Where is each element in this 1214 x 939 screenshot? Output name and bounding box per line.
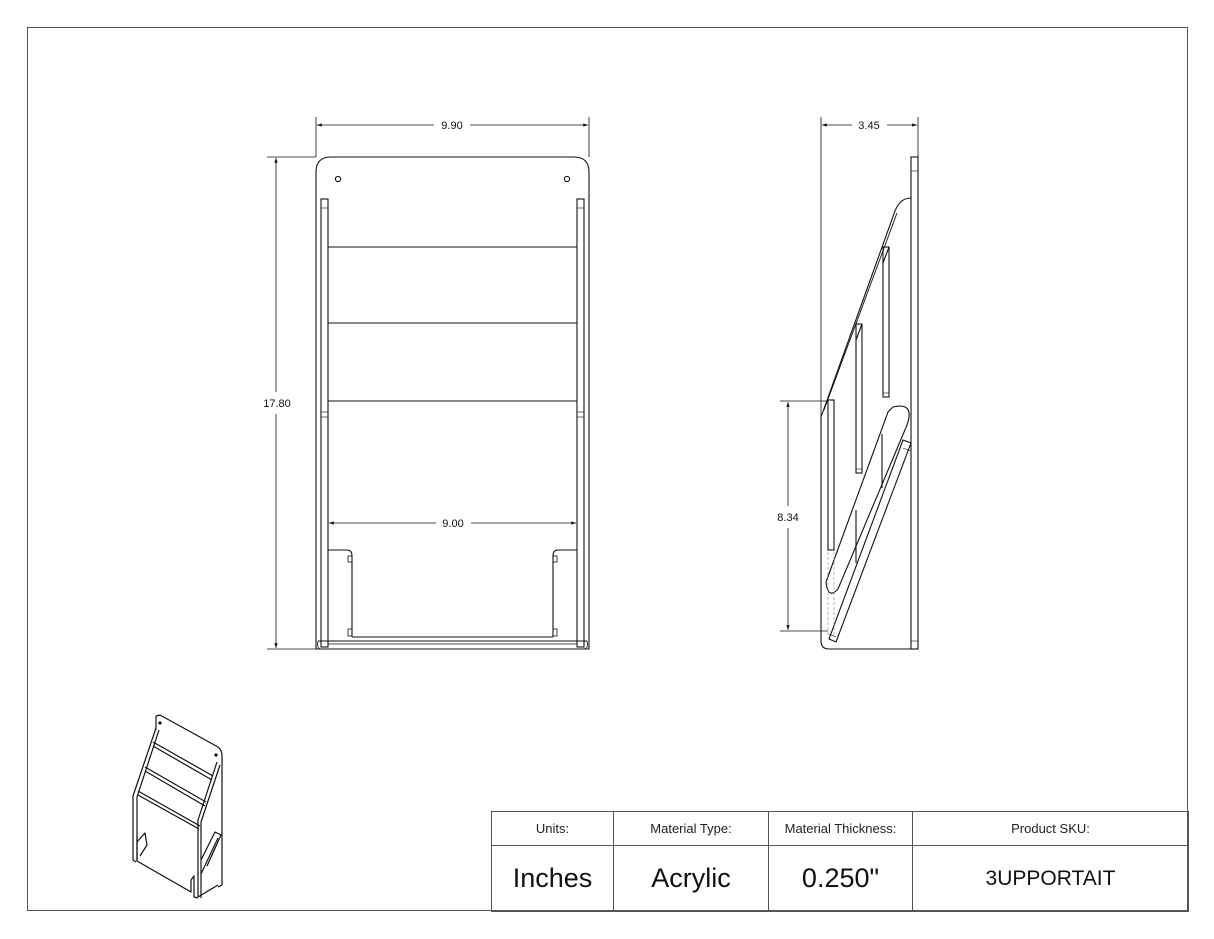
value-material-type: Acrylic	[614, 846, 769, 911]
divider-2	[855, 323, 863, 474]
front-view	[315, 156, 590, 650]
dimension-overall-height: 17.80	[263, 398, 291, 410]
mounting-hole-left	[334, 175, 342, 183]
back-plate-outline	[315, 156, 590, 650]
value-material-thickness: 0.250"	[769, 846, 913, 911]
side-base	[820, 417, 911, 650]
dimension-inner-width: 9.00	[442, 518, 463, 530]
front-dimensions	[267, 117, 590, 650]
isometric-view	[132, 714, 223, 899]
pocket-left-edge	[328, 549, 353, 637]
side-back-plate	[910, 156, 919, 650]
value-units: Inches	[492, 846, 614, 911]
header-material-thickness: Material Thickness:	[769, 812, 913, 846]
hidden-lines	[827, 552, 835, 636]
side-view	[820, 156, 919, 650]
header-units: Units:	[492, 812, 614, 846]
dimension-overall-depth: 3.45	[858, 120, 879, 132]
header-material-type: Material Type:	[614, 812, 769, 846]
pocket-slot	[825, 405, 910, 594]
side-dimensions	[780, 117, 919, 632]
side-rail-right	[576, 198, 585, 648]
dimension-pocket-height: 8.34	[777, 512, 798, 524]
pocket-front-panel	[828, 439, 912, 643]
divider-3	[827, 399, 835, 551]
value-product-sku: 3UPPORTAIT	[985, 866, 1116, 890]
pocket-right-edge	[552, 549, 577, 637]
header-product-sku: Product SKU:	[913, 812, 1188, 846]
divider-1	[882, 246, 890, 398]
side-rail-left	[320, 198, 329, 648]
title-block: Units: Material Type: Material Thickness…	[491, 811, 1189, 912]
drawing-border	[27, 27, 1188, 911]
dimension-overall-width: 9.90	[441, 120, 462, 132]
mounting-hole-right	[563, 175, 571, 183]
